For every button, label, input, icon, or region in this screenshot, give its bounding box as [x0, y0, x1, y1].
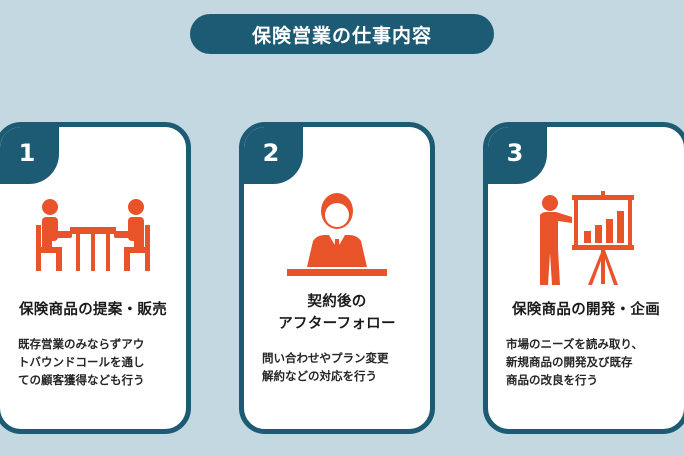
- card-title: 契約後の アフターフォロー: [278, 294, 396, 332]
- card-title: 保険商品の提案・販売: [19, 302, 167, 318]
- card-description: 問い合わせやプラン変更 解約などの対応を行う: [262, 351, 389, 383]
- card-proposal-sales: 1: [0, 122, 191, 434]
- card-description: 既存営業のみならずアウ トバウンドコールを通し ての顧客獲得なども行う: [18, 337, 145, 387]
- card-development-planning: 3: [483, 122, 684, 434]
- presentation-chart-icon: [488, 187, 684, 287]
- page-title: 保険営業の仕事内容: [190, 14, 494, 54]
- businessman-desk-icon: [244, 187, 430, 287]
- card-number: 3: [488, 127, 547, 184]
- meeting-table-icon: [0, 187, 186, 287]
- card-after-follow: 2 契約後の アフターフォロー 問い合わせやプラン変更 解約などの対応を行う: [239, 122, 435, 434]
- card-number: 2: [244, 127, 303, 184]
- card-title: 保険商品の開発・企画: [512, 302, 660, 318]
- card-number: 1: [0, 127, 59, 184]
- card-description: 市場のニーズを読み取り、 新規商品の開発及び既存 商品の改良を行う: [506, 337, 643, 387]
